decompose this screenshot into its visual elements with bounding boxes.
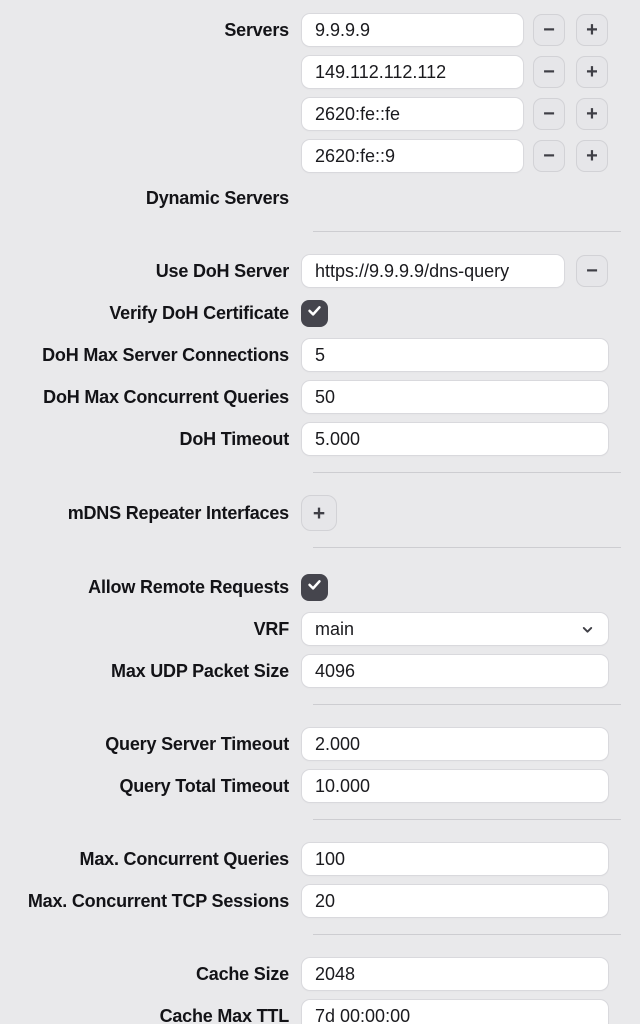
verify-doh-certificate-label: Verify DoH Certificate: [109, 302, 289, 323]
max-concurrent-queries-input[interactable]: [301, 842, 609, 876]
doh-timeout-label: DoH Timeout: [179, 428, 290, 449]
use-doh-server-label: Use DoH Server: [155, 260, 289, 281]
max-concurrent-queries-row: Max. Concurrent Queries: [0, 842, 640, 876]
add-server-button-3[interactable]: +: [576, 98, 608, 130]
section-divider: [313, 704, 621, 705]
checkmark-icon: [306, 576, 323, 598]
vrf-row: VRF main: [0, 612, 640, 646]
servers-row-3: − +: [0, 97, 640, 131]
remove-server-button-1[interactable]: −: [533, 14, 565, 46]
section-divider: [313, 934, 621, 935]
max-udp-packet-size-label: Max UDP Packet Size: [111, 660, 289, 681]
servers-row-4: − +: [0, 139, 640, 173]
use-doh-server-input[interactable]: [301, 254, 565, 288]
allow-remote-requests-row: Allow Remote Requests: [0, 570, 640, 604]
cache-max-ttl-input[interactable]: [301, 999, 609, 1024]
servers-label: Servers: [224, 19, 289, 40]
allow-remote-requests-checkbox[interactable]: [301, 573, 328, 601]
mdns-repeater-interfaces-row: mDNS Repeater Interfaces +: [0, 495, 640, 531]
query-total-timeout-label: Query Total Timeout: [119, 775, 289, 796]
remove-server-button-4[interactable]: −: [533, 140, 565, 172]
dynamic-servers-label: Dynamic Servers: [145, 187, 289, 208]
verify-doh-certificate-row: Verify DoH Certificate: [0, 296, 640, 330]
section-divider: [313, 819, 621, 820]
doh-max-server-connections-input[interactable]: [301, 338, 609, 372]
checkmark-icon: [306, 302, 323, 324]
add-server-button-2[interactable]: +: [576, 56, 608, 88]
cache-size-row: Cache Size: [0, 957, 640, 991]
server-input-2[interactable]: [301, 55, 524, 89]
query-server-timeout-input[interactable]: [301, 727, 609, 761]
max-concurrent-tcp-sessions-label: Max. Concurrent TCP Sessions: [27, 890, 289, 911]
max-concurrent-tcp-sessions-input[interactable]: [301, 884, 609, 918]
remove-doh-server-button[interactable]: −: [576, 255, 608, 287]
max-concurrent-tcp-sessions-row: Max. Concurrent TCP Sessions: [0, 884, 640, 918]
cache-size-input[interactable]: [301, 957, 609, 991]
section-divider: [313, 472, 621, 473]
allow-remote-requests-label: Allow Remote Requests: [88, 576, 289, 597]
verify-doh-certificate-checkbox[interactable]: [301, 299, 328, 327]
doh-timeout-input[interactable]: [301, 422, 609, 456]
cache-size-label: Cache Size: [195, 963, 289, 984]
add-mdns-interface-button[interactable]: +: [301, 495, 337, 531]
doh-max-concurrent-queries-row: DoH Max Concurrent Queries: [0, 380, 640, 414]
servers-row-2: − +: [0, 55, 640, 89]
server-input-4[interactable]: [301, 139, 524, 173]
cache-max-ttl-label: Cache Max TTL: [159, 1005, 290, 1024]
query-total-timeout-row: Query Total Timeout: [0, 769, 640, 803]
server-input-1[interactable]: [301, 13, 524, 47]
remove-server-button-3[interactable]: −: [533, 98, 565, 130]
use-doh-server-row: Use DoH Server −: [0, 254, 640, 288]
doh-timeout-row: DoH Timeout: [0, 422, 640, 456]
doh-max-concurrent-queries-input[interactable]: [301, 380, 609, 414]
query-server-timeout-row: Query Server Timeout: [0, 727, 640, 761]
add-server-button-1[interactable]: +: [576, 14, 608, 46]
remove-server-button-2[interactable]: −: [533, 56, 565, 88]
max-udp-packet-size-input[interactable]: [301, 654, 609, 688]
vrf-select[interactable]: main: [301, 612, 609, 646]
section-divider: [313, 231, 621, 232]
servers-row-1: Servers − +: [0, 13, 640, 47]
mdns-repeater-interfaces-label: mDNS Repeater Interfaces: [67, 502, 289, 523]
section-divider: [313, 547, 621, 548]
vrf-label: VRF: [253, 618, 290, 639]
dynamic-servers-row: Dynamic Servers: [0, 181, 640, 215]
server-input-3[interactable]: [301, 97, 524, 131]
max-concurrent-queries-label: Max. Concurrent Queries: [79, 848, 290, 869]
vrf-select-value: main: [315, 618, 355, 639]
doh-max-server-connections-label: DoH Max Server Connections: [42, 344, 289, 365]
max-udp-packet-size-row: Max UDP Packet Size: [0, 654, 640, 688]
doh-max-concurrent-queries-label: DoH Max Concurrent Queries: [43, 386, 289, 407]
add-server-button-4[interactable]: +: [576, 140, 608, 172]
cache-max-ttl-row: Cache Max TTL: [0, 999, 640, 1024]
doh-max-server-connections-row: DoH Max Server Connections: [0, 338, 640, 372]
query-total-timeout-input[interactable]: [301, 769, 609, 803]
query-server-timeout-label: Query Server Timeout: [105, 733, 289, 754]
chevron-down-icon: [580, 622, 595, 637]
